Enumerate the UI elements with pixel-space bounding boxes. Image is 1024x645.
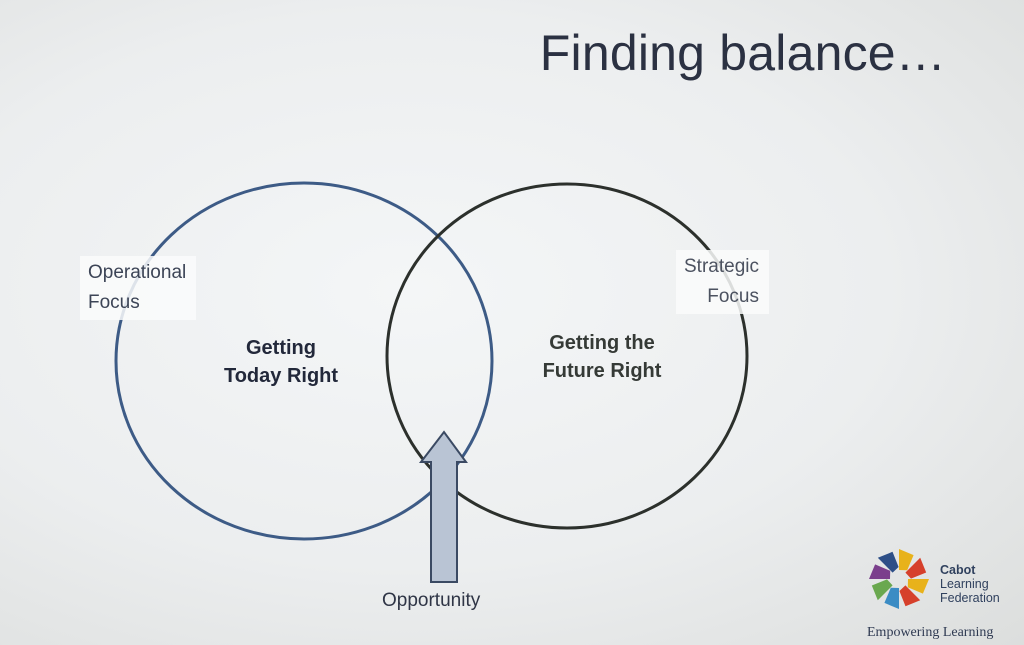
getting-future-right-label: Getting the Future Right — [517, 329, 687, 385]
logo-petal — [884, 587, 899, 609]
strategic-label-line1: Strategic — [684, 256, 759, 277]
opportunity-label: Opportunity — [382, 590, 481, 611]
left-circle — [114, 181, 494, 541]
logo-petal — [877, 551, 899, 573]
cabot-logo-icon — [869, 549, 929, 609]
strategic-focus-label: Strategic Focus — [676, 250, 769, 314]
today-line2: Today Right — [223, 365, 339, 387]
logo-text: Cabot Learning Federation — [940, 563, 1000, 605]
logo-petal — [871, 579, 893, 601]
slide-title: Finding balance… — [539, 25, 946, 81]
strategic-label-line2: Focus — [707, 286, 759, 307]
opportunity-arrow — [418, 430, 468, 583]
operational-label-line1: Operational — [88, 262, 187, 283]
logo-petal — [899, 549, 914, 571]
right-circle — [385, 182, 749, 530]
logo-line1: Cabot — [940, 563, 976, 577]
logo-line2: Learning — [940, 577, 989, 591]
future-line2: Future Right — [542, 360, 662, 382]
logo-petal — [907, 579, 929, 594]
logo-petal — [869, 564, 891, 579]
logo-petal — [905, 557, 927, 579]
today-line1: Getting — [246, 337, 316, 359]
tagline: Empowering Learning — [867, 625, 994, 640]
getting-today-right-label: Getting Today Right — [196, 334, 366, 390]
operational-focus-label: Operational Focus — [80, 256, 197, 320]
future-line1: Getting the — [549, 332, 655, 354]
operational-label-line2: Focus — [88, 292, 140, 313]
logo-petal — [899, 585, 921, 607]
logo-line3: Federation — [940, 591, 1000, 605]
